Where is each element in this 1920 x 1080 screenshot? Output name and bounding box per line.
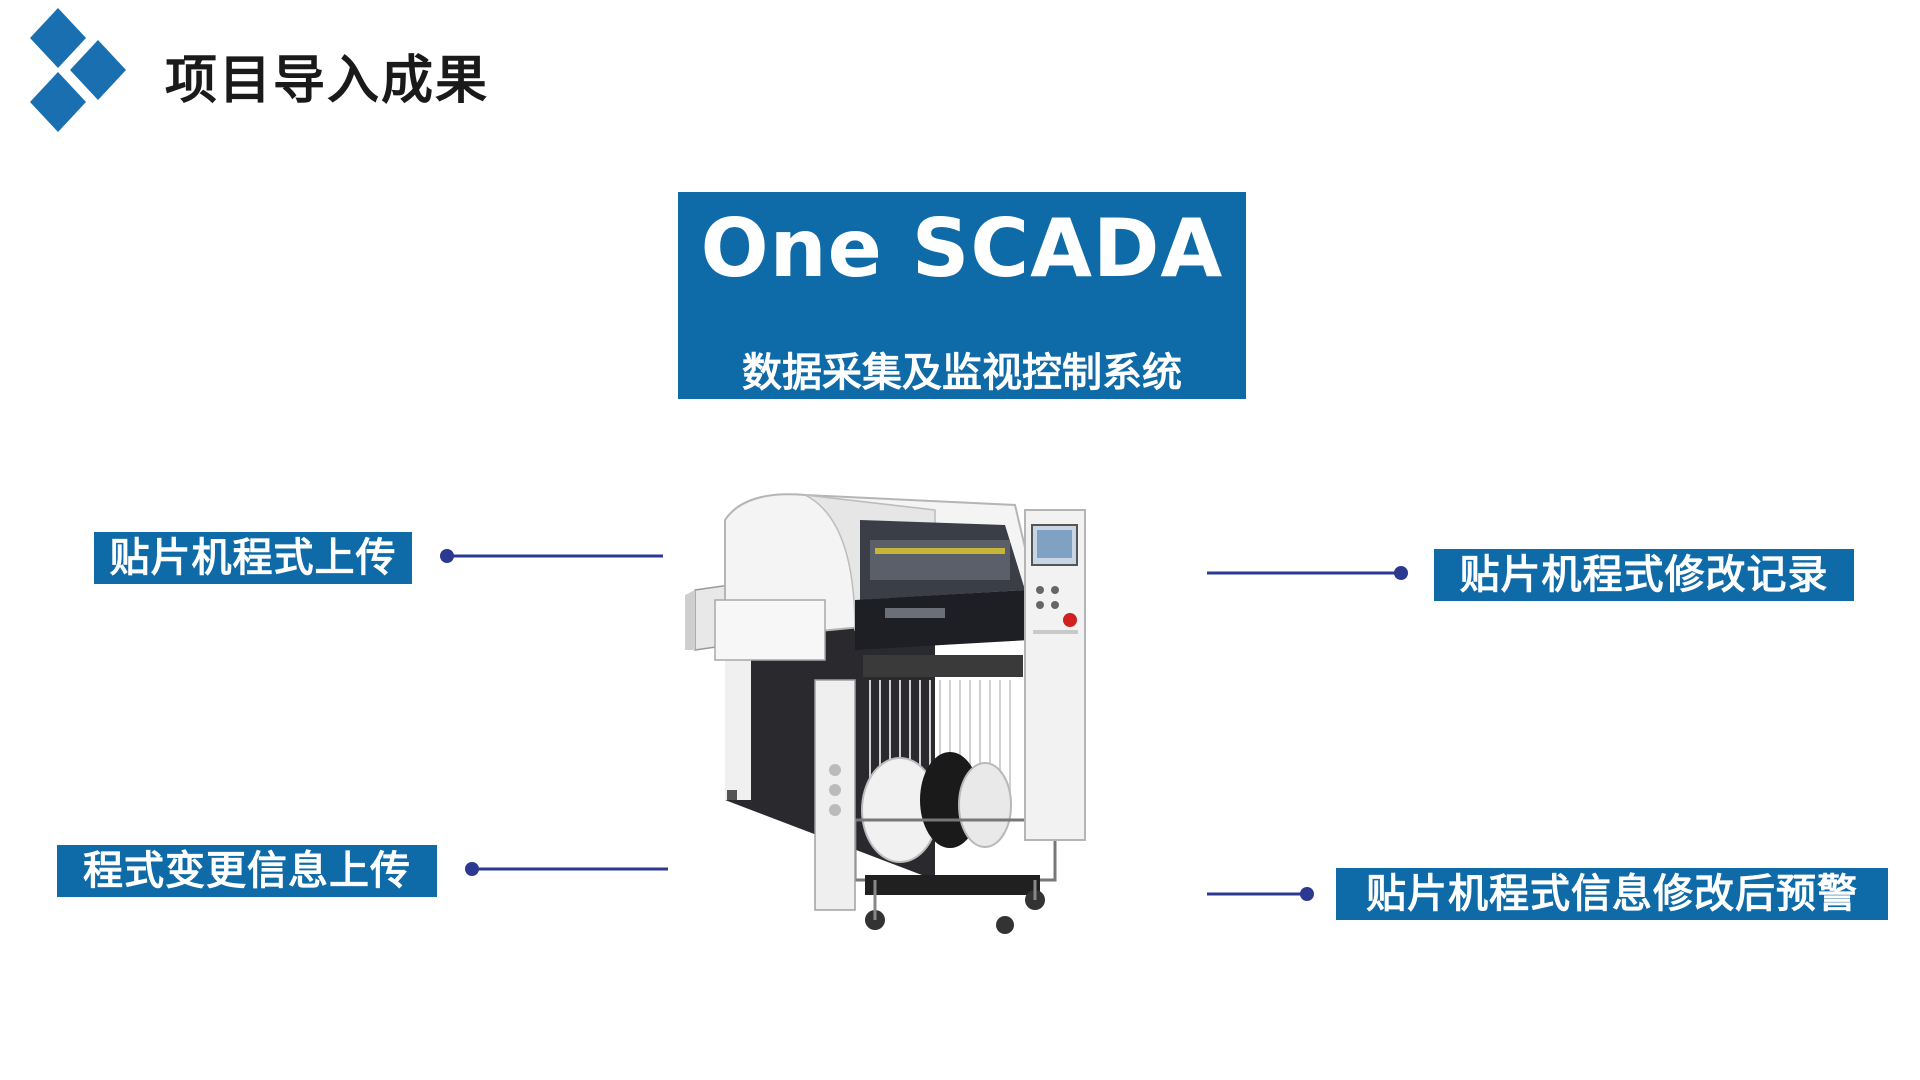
hero-banner: One SCADA 数据采集及监视控制系统 [678, 192, 1246, 399]
connector-left-bottom [465, 862, 668, 876]
feature-label-program-upload: 贴片机程式上传 [94, 532, 412, 584]
diamond-logo-icon [30, 8, 126, 132]
feature-label-modification-alert: 贴片机程式信息修改后预警 [1336, 868, 1888, 920]
connector-right-bottom [1207, 887, 1314, 901]
connector-left-top [440, 549, 663, 563]
hero-subtitle: 数据采集及监视控制系统 [742, 350, 1182, 396]
page-title: 项目导入成果 [165, 51, 490, 111]
smt-pick-and-place-machine-image [685, 493, 1086, 934]
feature-label-modification-record: 贴片机程式修改记录 [1434, 549, 1854, 601]
feature-label-change-info-upload: 程式变更信息上传 [57, 845, 437, 897]
hero-title: One SCADA [700, 202, 1224, 295]
connector-right-top [1207, 566, 1408, 580]
